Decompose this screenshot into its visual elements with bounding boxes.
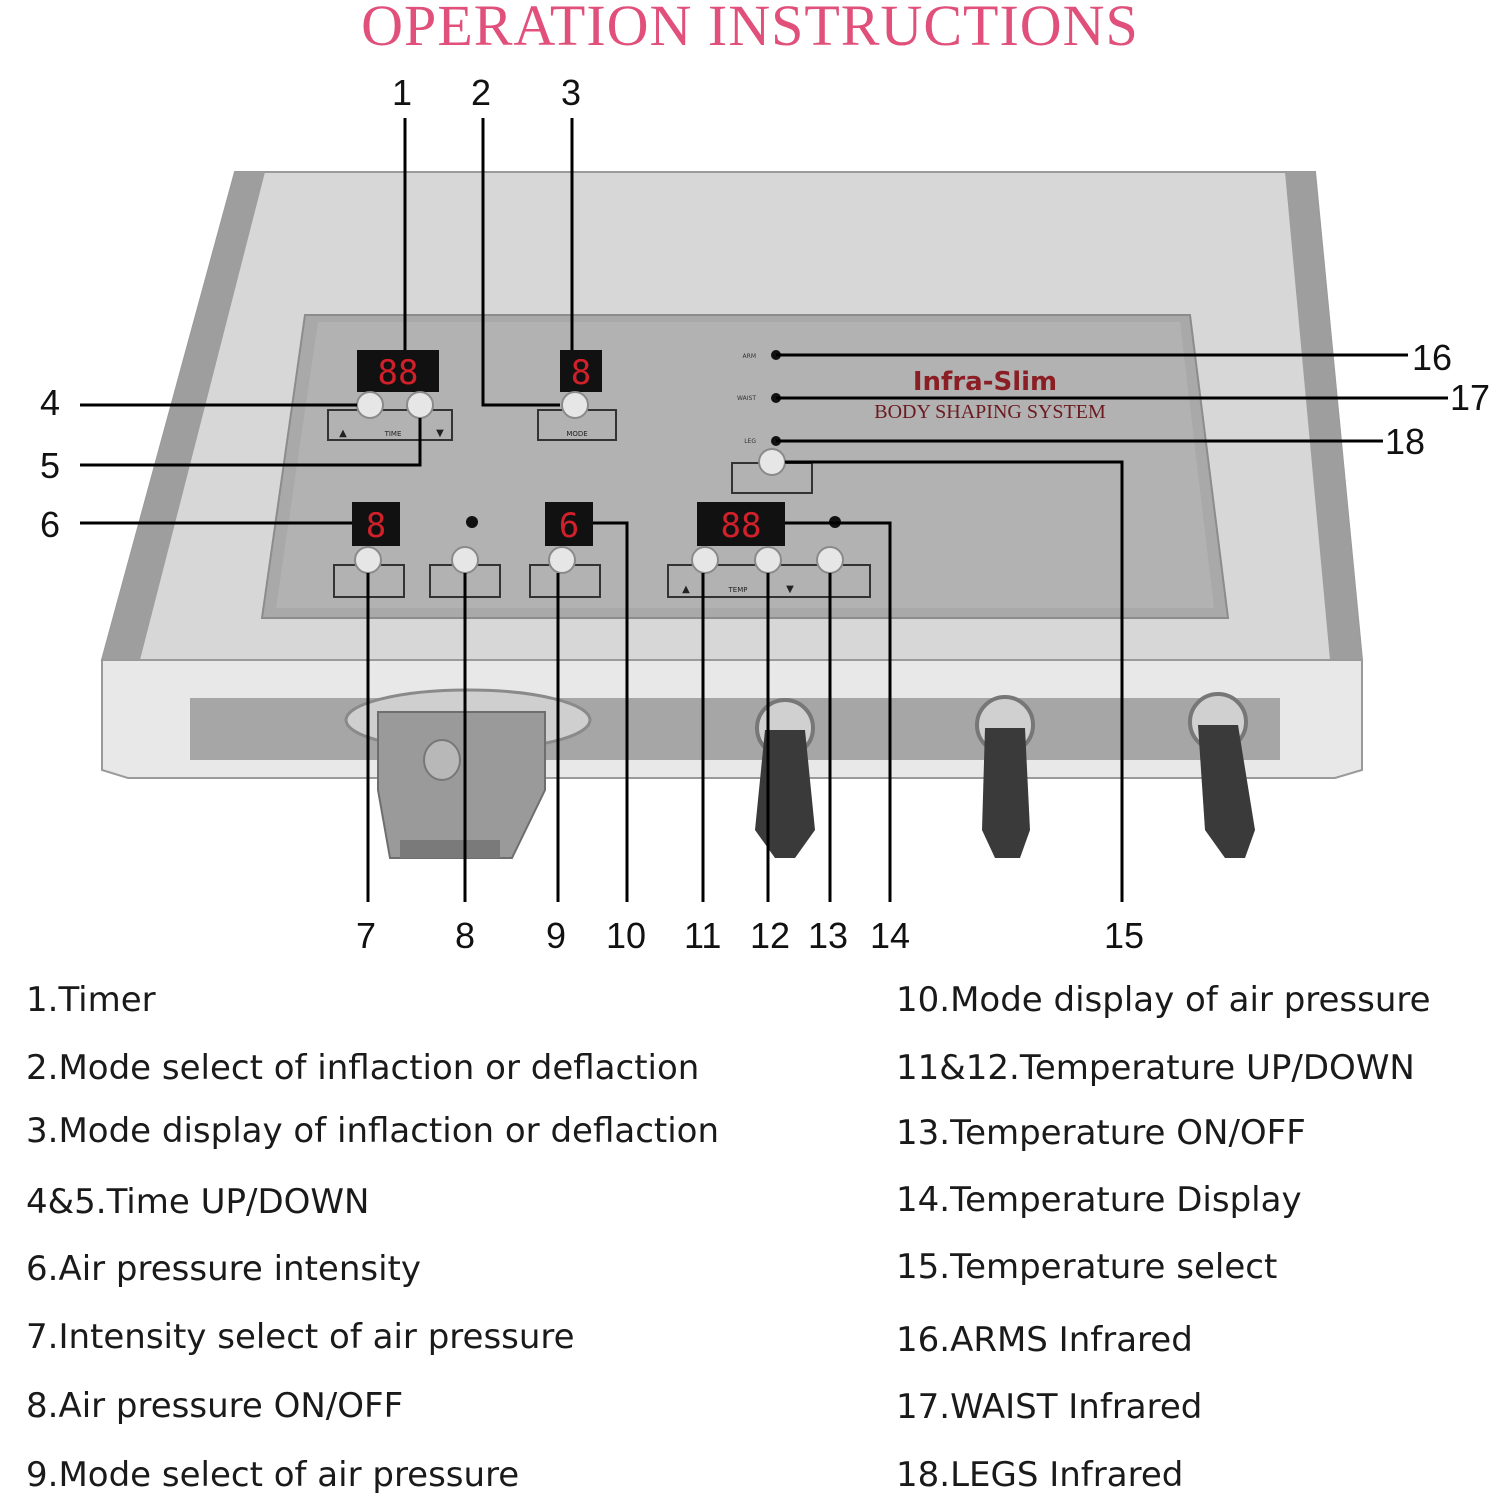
time-down-button[interactable]	[406, 391, 434, 419]
control-panel	[260, 314, 1230, 619]
legend-item-13: 13.Temperature ON/OFF	[896, 1113, 1306, 1153]
temperature-display-value: 88	[721, 506, 762, 546]
time-up-button[interactable]	[356, 391, 384, 419]
temp-down-arrow: ▼	[786, 584, 794, 595]
legend-item-10: 10.Mode display of air pressure	[896, 980, 1431, 1020]
zone-label-leg: LEG	[744, 438, 756, 445]
callout-14: 14	[870, 915, 911, 956]
time-up-arrow: ▲	[339, 428, 347, 439]
callout-18: 18	[1385, 421, 1426, 462]
legend-item-18: 18.LEGS Infrared	[896, 1455, 1184, 1495]
temperature-power-button[interactable]	[816, 546, 844, 574]
callout-12: 12	[750, 915, 791, 956]
air-pressure-power-button[interactable]	[451, 546, 479, 574]
legend-item-6: 6.Air pressure intensity	[26, 1249, 422, 1289]
legend-item-9: 9.Mode select of air pressure	[26, 1455, 520, 1495]
legend-item-4-5: 4&5.Time UP/DOWN	[26, 1182, 370, 1222]
callout-9: 9	[546, 915, 567, 956]
callout-2: 2	[471, 72, 492, 113]
mode-display: 8	[560, 350, 602, 393]
callout-7: 7	[356, 915, 377, 956]
zone-label-arm: ARM	[743, 353, 756, 360]
mode-display-value: 8	[571, 353, 591, 393]
device-diagram: Infra-Slim BODY SHAPING SYSTEM ARM WAIST…	[80, 118, 1448, 902]
time-button-label: TIME	[384, 430, 402, 438]
temp-up-arrow: ▲	[682, 584, 690, 595]
callout-4: 4	[40, 382, 61, 423]
timer-display: 88	[357, 350, 439, 393]
air-mode-display: 6	[545, 502, 593, 546]
air-mode-select-button[interactable]	[548, 546, 576, 574]
page-title: OPERATION INSTRUCTIONS	[361, 0, 1139, 58]
air-pressure-indicator-led	[466, 516, 478, 528]
temperature-up-button[interactable]	[691, 546, 719, 574]
legend-item-17: 17.WAIST Infrared	[896, 1387, 1203, 1427]
timer-display-value: 88	[378, 353, 419, 393]
legend-item-1: 1.Timer	[26, 980, 156, 1020]
leader-lines	[80, 118, 1448, 902]
mode-button-label: MODE	[566, 430, 587, 438]
legend-item-14: 14.Temperature Display	[896, 1180, 1302, 1220]
inflation-mode-button[interactable]	[561, 391, 589, 419]
legend-item-11-12: 11&12.Temperature UP/DOWN	[896, 1048, 1415, 1088]
intensity-select-button[interactable]	[354, 546, 382, 574]
air-mode-display-value: 6	[559, 506, 579, 546]
callout-1: 1	[392, 72, 413, 113]
temperature-select-button[interactable]	[758, 448, 786, 476]
callout-8: 8	[455, 915, 476, 956]
temperature-display: 88	[697, 502, 785, 546]
callout-11: 11	[684, 915, 722, 956]
temperature-down-button[interactable]	[754, 546, 782, 574]
brand-name: Infra-Slim	[913, 367, 1057, 397]
legend-item-3: 3.Mode display of inflaction or deflacti…	[26, 1111, 720, 1151]
callout-16: 16	[1412, 337, 1453, 378]
legend-item-8: 8.Air pressure ON/OFF	[26, 1386, 404, 1426]
callout-15: 15	[1104, 915, 1145, 956]
brand-subtitle: BODY SHAPING SYSTEM	[874, 401, 1106, 423]
time-down-arrow: ▼	[436, 428, 444, 439]
intensity-display: 8	[352, 502, 400, 546]
legend-item-2: 2.Mode select of inflaction or deflactio…	[26, 1048, 700, 1088]
zone-label-waist: WAIST	[737, 395, 756, 402]
connectors	[344, 688, 1255, 859]
callout-3: 3	[561, 72, 582, 113]
temp-button-label: TEMP	[728, 586, 748, 594]
callout-13: 13	[808, 915, 849, 956]
legend-item-16: 16.ARMS Infrared	[896, 1320, 1193, 1360]
callout-17: 17	[1450, 377, 1491, 418]
callout-6: 6	[40, 504, 61, 545]
callout-10: 10	[606, 915, 647, 956]
callout-5: 5	[40, 445, 61, 486]
legend-item-7: 7.Intensity select of air pressure	[26, 1317, 575, 1357]
intensity-display-value: 8	[366, 506, 386, 546]
legend-item-15: 15.Temperature select	[896, 1247, 1278, 1287]
